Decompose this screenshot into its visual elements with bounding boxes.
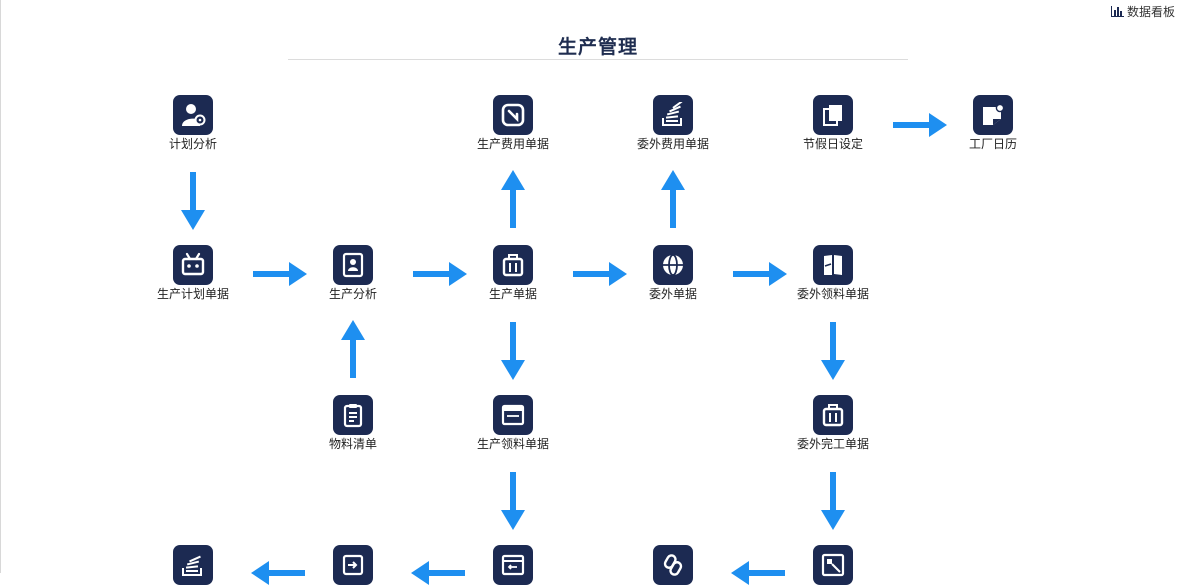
title-divider xyxy=(288,59,908,60)
arrow-down xyxy=(501,472,525,530)
left-border xyxy=(0,0,1,573)
node-label: 委外完工单据 xyxy=(796,437,869,451)
node-outsource-doc[interactable]: 委外单据 xyxy=(618,245,728,301)
node-row4-5[interactable] xyxy=(778,545,888,585)
square-slash-icon xyxy=(493,95,533,135)
node-row4-1[interactable] xyxy=(138,545,248,585)
node-outsource-expense[interactable]: 委外费用单据 xyxy=(618,95,728,151)
robot-icon xyxy=(173,245,213,285)
node-row4-3[interactable] xyxy=(458,545,568,585)
picture-frame-icon xyxy=(813,545,853,585)
node-bom[interactable]: 物料清单 xyxy=(298,395,408,451)
arrow-down xyxy=(181,172,205,230)
browser-window-icon xyxy=(493,395,533,435)
copy-pages-icon xyxy=(813,95,853,135)
bar-chart-icon xyxy=(1110,5,1124,17)
node-plan-analysis[interactable]: 计划分析 xyxy=(138,95,248,151)
node-label: 计划分析 xyxy=(168,137,217,151)
stack-icon xyxy=(173,545,213,585)
node-label: 委外领料单据 xyxy=(796,287,869,301)
suitcase-icon xyxy=(813,395,853,435)
arrow-down xyxy=(821,322,845,380)
node-prod-doc[interactable]: 生产单据 xyxy=(458,245,568,301)
node-prod-analysis[interactable]: 生产分析 xyxy=(298,245,408,301)
node-label: 物料清单 xyxy=(328,437,377,451)
node-prod-expense[interactable]: 生产费用单据 xyxy=(458,95,568,151)
node-prod-plan[interactable]: 生产计划单据 xyxy=(138,245,248,301)
dashboard-label: 数据看板 xyxy=(1126,4,1175,19)
node-label: 生产费用单据 xyxy=(476,137,549,151)
arrow-down xyxy=(821,472,845,530)
arrow-up xyxy=(501,170,525,228)
node-outsource-material[interactable]: 委外领料单据 xyxy=(778,245,888,301)
arrow-right xyxy=(253,262,307,286)
note-badge-icon xyxy=(973,95,1013,135)
node-holiday-setting[interactable]: 节假日设定 xyxy=(778,95,888,151)
user-location-icon xyxy=(173,95,213,135)
arrow-down xyxy=(501,322,525,380)
arrow-left xyxy=(731,561,785,585)
node-label: 生产单据 xyxy=(488,287,537,301)
contact-book-icon xyxy=(333,245,373,285)
node-label: 工厂日历 xyxy=(968,137,1017,151)
map-fold-icon xyxy=(813,245,853,285)
node-row4-2[interactable] xyxy=(298,545,408,585)
node-label: 生产计划单据 xyxy=(156,287,229,301)
arrow-left xyxy=(251,561,305,585)
stack-icon xyxy=(653,95,693,135)
globe-icon xyxy=(653,245,693,285)
node-prod-material[interactable]: 生产领料单据 xyxy=(458,395,568,451)
arrow-left xyxy=(411,561,465,585)
node-row4-4[interactable] xyxy=(618,545,728,585)
node-outsource-complete[interactable]: 委外完工单据 xyxy=(778,395,888,451)
sign-in-icon xyxy=(333,545,373,585)
page-title: 生产管理 xyxy=(557,36,638,58)
arrow-up xyxy=(341,320,365,378)
arrow-up xyxy=(661,170,685,228)
arrow-right xyxy=(573,262,627,286)
suitcase-icon xyxy=(493,245,533,285)
window-return-icon xyxy=(493,545,533,585)
node-label: 委外单据 xyxy=(648,287,697,301)
node-label: 生产分析 xyxy=(328,287,377,301)
node-factory-calendar[interactable]: 工厂日历 xyxy=(938,95,1048,151)
clipboard-icon xyxy=(333,395,373,435)
arrow-right xyxy=(733,262,787,286)
node-label: 委外费用单据 xyxy=(636,137,709,151)
arrow-right xyxy=(893,113,947,137)
link-icon xyxy=(653,545,693,585)
node-label: 生产领料单据 xyxy=(476,437,549,451)
node-label: 节假日设定 xyxy=(802,137,863,151)
arrow-right xyxy=(413,262,467,286)
dashboard-link[interactable]: 数据看板 xyxy=(1110,3,1175,19)
